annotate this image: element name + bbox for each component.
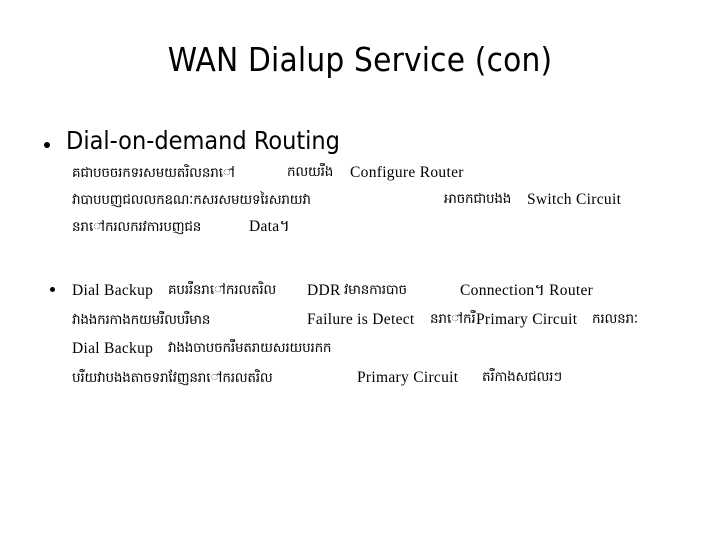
latin-text: Primary Circuit [476, 311, 578, 328]
khmer-text: តរឺកាងសជលរៗ [482, 369, 562, 385]
latin-text: Data។ [249, 218, 290, 235]
khmer-text: វាងងចាបចករឺមតរាយសរយបរកក [168, 340, 332, 356]
sub-line: Dial Backup គបររឺនរាៅករលតរិល DDR វមានការ… [72, 276, 720, 305]
bullet-item-2: Dial Backup គបររឺនរាៅករលតរិល DDR វមានការ… [0, 276, 720, 392]
sub-line: Dial Backup វាងងចាបចករឺមតរាយសរយបរកក [72, 334, 720, 363]
khmer-text: វាបាបបញជលលកឧណៈកសរសមយទរៃសរាយវា [72, 192, 311, 208]
latin-text: Connection។ Router [460, 282, 594, 299]
latin-text: DDR [307, 282, 341, 299]
latin-text: Switch Circuit [527, 191, 622, 208]
khmer-text: ករលនរាៈ [592, 311, 638, 327]
slide-body: Dial-on-demand Routing គជាបចចរកទរសមយតរិល… [0, 126, 720, 540]
khmer-text: វាងងករកាងកយមរឺលបរឺមាន [72, 312, 211, 328]
bullet-item-1: Dial-on-demand Routing [36, 126, 720, 156]
sub-line: វាបាបបញជលលកឧណៈកសរសមយទរៃសរាយវា អាចកជាបងង … [72, 186, 720, 213]
bullet-2-sublines: Dial Backup គបររឺនរាៅករលតរិល DDR វមានការ… [72, 276, 720, 392]
sub-line: នរាៅករលករវការបញជន Data។ [72, 213, 720, 240]
latin-text: Dial Backup [72, 282, 154, 299]
latin-text: Configure Router [350, 164, 464, 181]
bullet-1-sublines: គជាបចចរកទរសមយតរិលនរាៅ កលយរឹង Configure R… [72, 159, 720, 240]
khmer-text: អាចកជាបងង [444, 191, 512, 207]
khmer-text: បរឺយវាបងងតាចទរាវែញនរាៅករលតរិល [72, 370, 273, 386]
latin-text: Failure is Detect [307, 311, 415, 328]
khmer-text: គបររឺនរាៅករលតរិល [168, 282, 277, 298]
latin-text: Dial Backup [72, 340, 154, 357]
khmer-text: គជាបចចរកទរសមយតរិលនរាៅ [72, 165, 235, 181]
bullet-dot-icon [50, 287, 55, 292]
bullet-1-heading: Dial-on-demand Routing [66, 126, 340, 155]
sub-line: វាងងករកាងកយមរឺលបរឺមាន Failure is Detect … [72, 305, 720, 334]
latin-text: Primary Circuit [357, 369, 459, 386]
khmer-text: នរាៅករលករវការបញជន [72, 219, 202, 235]
bullet-dot-icon [44, 141, 50, 148]
page-title: WAN Dialup Service (con) [167, 40, 553, 79]
sub-line: បរឺយវាបងងតាចទរាវែញនរាៅករលតរិល Primary Ci… [72, 363, 720, 392]
khmer-text: កលយរឹង [287, 164, 334, 180]
sub-line: គជាបចចរកទរសមយតរិលនរាៅ កលយរឹង Configure R… [72, 159, 720, 186]
khmer-text: នរាៅករឺ [430, 311, 476, 327]
khmer-text: វមានការបាច [344, 282, 407, 298]
